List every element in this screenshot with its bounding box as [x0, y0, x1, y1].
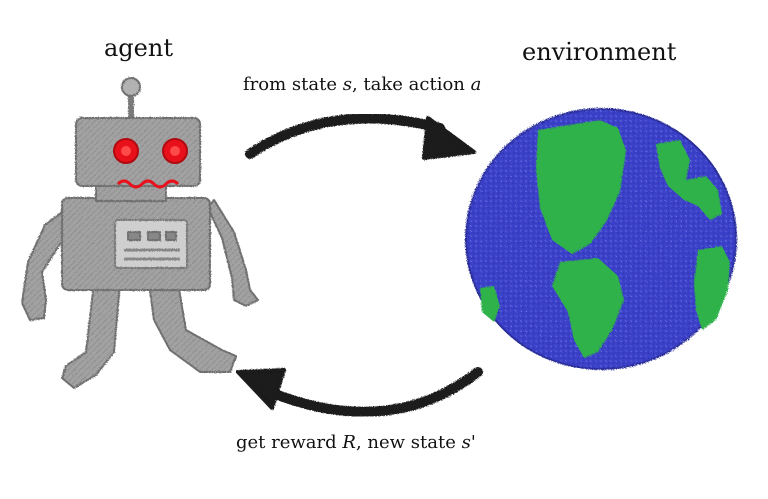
- antenna-ball: [121, 77, 141, 97]
- bottom-caption-middle: , new state: [355, 432, 462, 453]
- new-state-variable: s': [461, 432, 476, 453]
- continent-island: [480, 286, 500, 322]
- chest-slot: [165, 231, 177, 241]
- top-caption-prefix: from state: [243, 74, 343, 95]
- continent-east: [656, 140, 722, 220]
- continent-north: [536, 120, 626, 254]
- bottom-caption-prefix: get reward: [236, 432, 343, 453]
- reward-variable: R: [342, 432, 356, 453]
- chest-slot: [127, 231, 141, 241]
- left-leg: [61, 282, 121, 389]
- arrow-right-icon: [245, 113, 476, 160]
- continent-south: [552, 258, 624, 358]
- environment-title: environment: [522, 38, 677, 66]
- agent-title: agent: [104, 34, 173, 62]
- action-variable: a: [470, 74, 482, 95]
- bottom-arrow-caption: get reward R, new state s': [236, 432, 476, 453]
- top-arrow-caption: from state s, take action a: [243, 74, 481, 95]
- robot-mouth: [116, 179, 180, 189]
- top-caption-middle: , take action: [351, 74, 471, 95]
- arrow-left-icon: [236, 367, 483, 417]
- continent-southeast: [694, 246, 730, 330]
- chest-slot: [147, 231, 161, 241]
- state-variable: s: [342, 74, 352, 95]
- right-pupil: [170, 146, 180, 156]
- left-pupil: [121, 146, 131, 156]
- right-leg: [148, 282, 237, 373]
- right-arm: [207, 199, 259, 307]
